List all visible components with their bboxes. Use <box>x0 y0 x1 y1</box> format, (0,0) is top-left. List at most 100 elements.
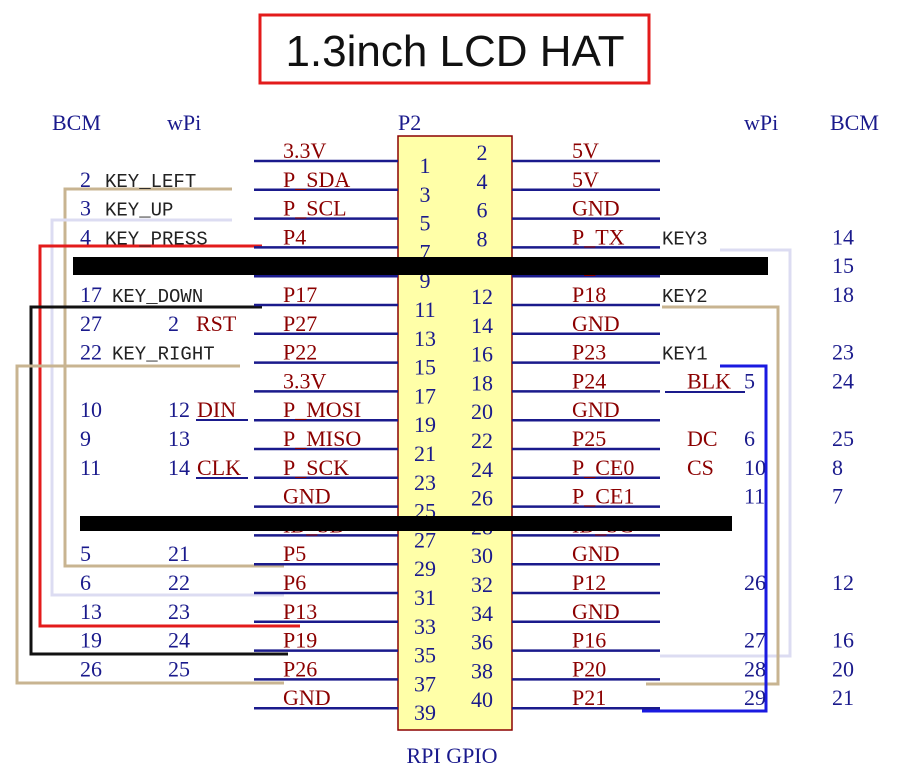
pin-number-odd: 27 <box>414 527 436 552</box>
signal-label-right: GND <box>572 311 620 336</box>
diagram-title: 1.3inch LCD HAT <box>285 27 624 76</box>
bcm-number-right: 20 <box>832 656 854 681</box>
pin-number-odd: 17 <box>414 383 436 408</box>
pin-number-even: 32 <box>471 572 493 597</box>
function-label-left: CLK <box>197 455 241 480</box>
pin-number-odd: 39 <box>414 700 436 725</box>
wire-key-up <box>50 218 284 597</box>
signal-label-right: 5V <box>572 138 599 163</box>
function-label-right: DC <box>687 426 718 451</box>
signal-label-left: P6 <box>283 570 306 595</box>
pin-number-even: 22 <box>471 428 493 453</box>
pin-number-odd: 11 <box>414 297 435 322</box>
bcm-number-right: 23 <box>832 340 854 365</box>
bcm-number-left: 19 <box>80 628 102 653</box>
function-label-left: KEY_UP <box>105 200 173 222</box>
function-label-left: KEY_PRESS <box>105 228 208 250</box>
bcm-number-left: 9 <box>80 426 91 451</box>
signal-label-right: P_CE1 <box>572 484 634 509</box>
wpi-number-right: 6 <box>744 426 755 451</box>
signal-label-right: P12 <box>572 570 606 595</box>
signal-label-right: P23 <box>572 340 606 365</box>
pin-number-even: 2 <box>477 140 488 165</box>
signal-label-left: P_SCK <box>283 455 349 480</box>
signal-label-left: P5 <box>283 541 306 566</box>
signal-label-left: P27 <box>283 311 317 336</box>
signal-label-right: P21 <box>572 685 606 710</box>
pin-number-even: 6 <box>477 198 488 223</box>
signal-label-left: P_SDA <box>283 167 350 192</box>
bcm-number-left: 26 <box>80 656 102 681</box>
pin-number-odd: 21 <box>414 441 436 466</box>
pin-number-even: 24 <box>471 457 493 482</box>
bcm-number-left: 13 <box>80 599 102 624</box>
pin-number-even: 8 <box>477 226 488 251</box>
bcm-number-right: 15 <box>832 253 854 278</box>
pin-number-even: 34 <box>471 601 493 626</box>
wpi-number-right: 26 <box>744 570 766 595</box>
function-label-right: KEY3 <box>662 228 708 250</box>
bcm-number-left: 6 <box>80 570 91 595</box>
function-label-right: KEY2 <box>662 286 708 308</box>
redaction-bar-top <box>73 257 768 275</box>
signal-label-left: 3.3V <box>283 138 327 163</box>
bcm-number-left: 11 <box>80 455 101 480</box>
pin-number-odd: 33 <box>414 614 436 639</box>
pin-number-odd: 19 <box>414 412 436 437</box>
signal-label-right: P_CE0 <box>572 455 634 480</box>
header-bcm-right: BCM <box>830 110 879 135</box>
wire-key-down <box>29 305 288 656</box>
title-box <box>258 13 651 85</box>
redaction-layer <box>73 257 768 531</box>
signal-label-left: P_SCL <box>283 196 347 221</box>
wire-key-right <box>15 364 284 685</box>
bcm-number-right: 7 <box>832 484 843 509</box>
wpi-number-left: 23 <box>168 599 190 624</box>
signal-label-right: P25 <box>572 426 606 451</box>
wpi-number-right: 28 <box>744 656 766 681</box>
connector-footer: RPI GPIO <box>406 743 497 768</box>
signal-label-right: GND <box>572 599 620 624</box>
signal-label-left: 3.3V <box>283 368 327 393</box>
wire-key-press <box>38 244 300 628</box>
signal-label-left: P17 <box>283 282 317 307</box>
signal-label-left: P22 <box>283 340 317 365</box>
connector-name: P2 <box>398 110 421 135</box>
wpi-number-right: 10 <box>744 455 766 480</box>
signal-label-right: P20 <box>572 656 606 681</box>
bcm-number-right: 24 <box>832 368 854 393</box>
wpi-number-left: 22 <box>168 570 190 595</box>
pin-number-odd: 29 <box>414 556 436 581</box>
signal-label-left: P_MISO <box>283 426 361 451</box>
function-label-left: RST <box>196 311 237 336</box>
function-label-right: CS <box>687 455 714 480</box>
bcm-number-right: 25 <box>832 426 854 451</box>
signal-label-left: P4 <box>283 224 306 249</box>
wpi-number-left: 13 <box>168 426 190 451</box>
wpi-number-right: 11 <box>744 484 765 509</box>
pin-number-even: 26 <box>471 486 493 511</box>
wpi-number-left: 25 <box>168 656 190 681</box>
wpi-number-left: 14 <box>168 455 190 480</box>
wpi-number-left: 24 <box>168 628 190 653</box>
function-label-right: BLK <box>687 368 731 393</box>
signal-label-left: P26 <box>283 656 317 681</box>
function-label-left: KEY_RIGHT <box>112 344 215 366</box>
wire-key1 <box>642 364 768 713</box>
pin-number-odd: 3 <box>420 182 431 207</box>
pin-number-odd: 37 <box>414 671 436 696</box>
bcm-number-left: 22 <box>80 340 102 365</box>
label-layer: 234172722109115613192621213142122232425K… <box>80 167 854 710</box>
bcm-number-right: 8 <box>832 455 843 480</box>
wpi-number-right: 29 <box>744 685 766 710</box>
signal-label-left: GND <box>283 685 331 710</box>
pin-number-even: 20 <box>471 399 493 424</box>
pin-number-odd: 15 <box>414 355 436 380</box>
pin-number-even: 36 <box>471 630 493 655</box>
function-label-left: KEY_LEFT <box>105 171 196 193</box>
pin-number-odd: 9 <box>420 268 431 293</box>
signal-label-right: 5V <box>572 167 599 192</box>
pin-number-even: 18 <box>471 370 493 395</box>
